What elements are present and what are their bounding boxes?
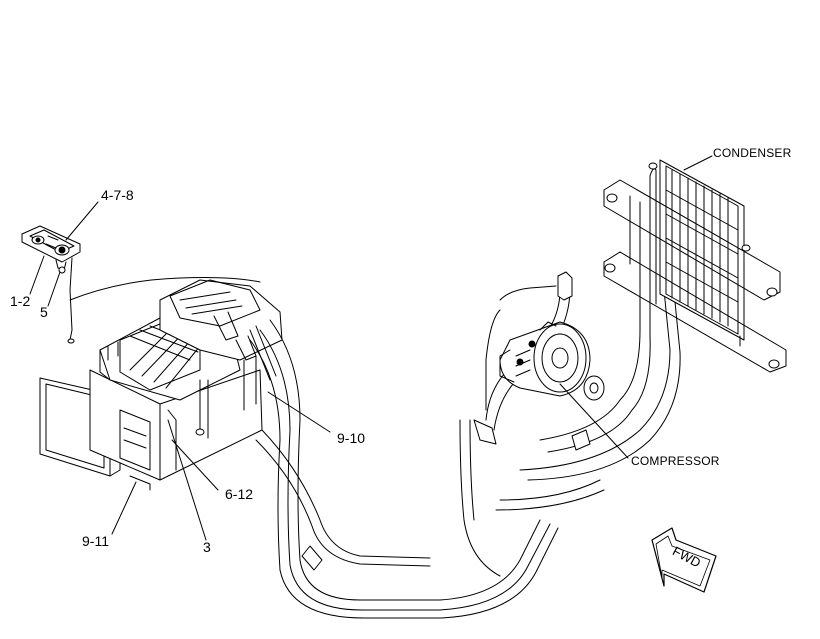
callout-5: 5 (40, 304, 48, 320)
callout-9-11: 9-11 (82, 533, 109, 549)
compressor-body (499, 321, 605, 401)
refrigerant-hoses (249, 259, 681, 619)
condenser-label: CONDENSER (713, 146, 792, 160)
compressor-label: COMPRESSOR (631, 454, 720, 468)
callout-4-7-8: 4-7-8 (101, 187, 134, 203)
callout-3: 3 (203, 539, 211, 555)
leader-lines (29, 155, 713, 541)
hvac-unit (39, 279, 283, 491)
fwd-direction-arrow: FWD (651, 527, 717, 593)
callout-6-12: 6-12 (225, 486, 254, 502)
callout-1-2: 1-2 (10, 293, 31, 309)
control-panel-assembly (21, 225, 261, 344)
condenser-body (603, 159, 787, 373)
callout-9-10: 9-10 (337, 430, 366, 446)
